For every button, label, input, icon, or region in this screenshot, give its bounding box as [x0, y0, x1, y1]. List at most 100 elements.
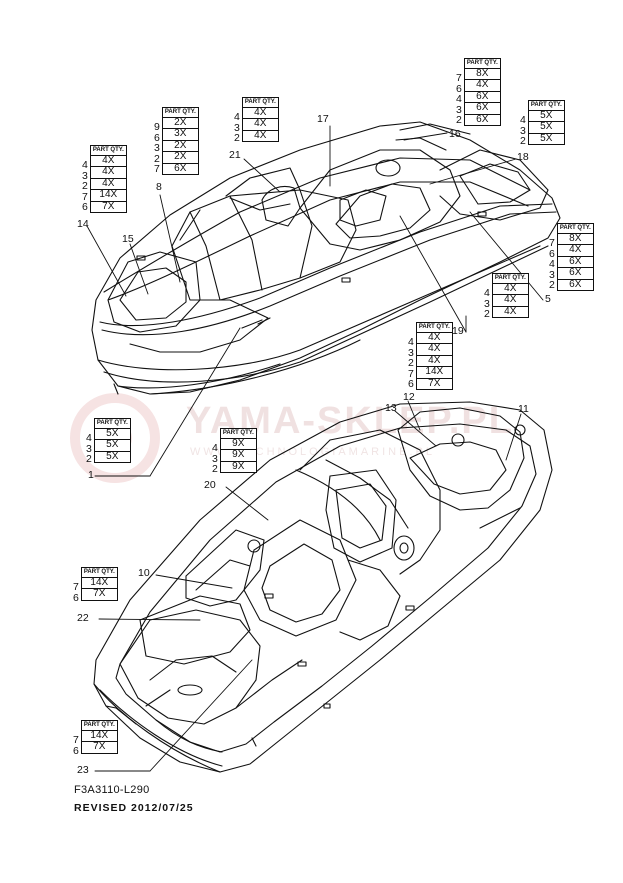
color-code: 2: [234, 132, 240, 144]
qty-header: PART QTY.: [220, 429, 256, 439]
color-code: 7: [82, 190, 88, 203]
qty-value: 6X: [464, 91, 500, 103]
color-code: 2: [212, 463, 218, 475]
color-code: 7: [549, 237, 555, 249]
qty-header: PART QTY.: [94, 419, 130, 429]
part-qty-box: 4 3 2 PART QTY. 5X 5X 5X: [520, 100, 565, 147]
color-code: 3: [82, 169, 88, 182]
callout-11: 11: [518, 403, 529, 415]
part-qty-box: 4 3 2 PART QTY. 5X 5X 5X: [86, 418, 131, 465]
qty-header: PART QTY.: [90, 146, 126, 156]
callout-16: 16: [449, 128, 461, 140]
callout-15: 15: [122, 233, 134, 245]
qty-table: PART QTY. 8X 4X 6X 6X 6X: [556, 223, 594, 291]
part-qty-box: 4 3 2 PART QTY. 4X 4X 4X: [234, 97, 279, 144]
qty-header: PART QTY.: [242, 98, 278, 108]
color-code: 4: [484, 287, 490, 299]
callout-20: 20: [204, 479, 216, 491]
color-code: 7: [73, 581, 79, 593]
qty-header: PART QTY.: [464, 59, 500, 69]
color-code: 4: [212, 442, 218, 454]
color-code: 3: [212, 452, 218, 465]
part-qty-box: 4 3 2 PART QTY. 4X 4X 4X: [484, 273, 529, 320]
qty-header: PART QTY.: [81, 568, 117, 578]
qty-value: 9X: [220, 438, 256, 450]
color-code: 7: [408, 367, 414, 380]
color-code: 3: [154, 142, 160, 154]
color-code: 6: [73, 744, 79, 757]
callout-17: 17: [317, 113, 329, 125]
qty-value: 9X: [220, 449, 256, 462]
color-code: 4: [82, 159, 88, 171]
color-code: 6: [82, 201, 88, 213]
qty-value: 4X: [492, 294, 528, 307]
qty-value: 6X: [569, 278, 582, 290]
part-qty-box: 4 3 2 7 6 PART QTY. 4X 4X 4X 14X 7X: [408, 322, 453, 390]
qty-table: PART QTY. 14X 7X: [80, 720, 118, 754]
qty-value: 5X: [528, 121, 564, 134]
qty-value: 4X: [90, 178, 126, 190]
qty-value: 4X: [504, 305, 517, 317]
qty-value: 7X: [428, 377, 441, 389]
color-code: 2: [520, 135, 526, 147]
revision-date: REVISED 2012/07/25: [74, 802, 194, 814]
color-code: 2: [549, 279, 555, 291]
qty-value: 4X: [557, 244, 593, 257]
qty-value: 2X: [162, 151, 198, 164]
callout-12: 12: [403, 391, 415, 403]
qty-header: PART QTY.: [416, 323, 452, 333]
qty-table: PART QTY. 14X 7X: [80, 567, 118, 601]
lower-boat-drawing: [93, 401, 553, 773]
qty-header: PART QTY.: [557, 224, 593, 234]
color-code: 2: [82, 180, 88, 192]
part-qty-box: 7 6 4 3 2 PART QTY. 8X 4X 6X 6X 6X: [456, 58, 501, 126]
qty-value: 6X: [174, 162, 187, 174]
diagram-code: F3A3110-L290: [74, 784, 150, 796]
color-code: 3: [86, 442, 92, 455]
part-qty-box: 4 3 2 7 6 PART QTY. 4X 4X 4X 14X 7X: [82, 145, 127, 213]
color-code: 3: [549, 268, 555, 281]
part-qty-box: 7 6 PART QTY. 14X 7X: [73, 720, 118, 756]
color-code: 4: [86, 432, 92, 444]
qty-header: PART QTY.: [162, 108, 198, 118]
qty-value: 4X: [90, 155, 126, 167]
callout-1: 1: [88, 469, 94, 481]
qty-value: 4X: [416, 355, 452, 367]
callout-8: 8: [156, 181, 162, 193]
callout-5: 5: [545, 293, 551, 305]
color-code: 6: [456, 82, 462, 95]
color-code: 2: [456, 114, 462, 126]
color-code: 3: [408, 346, 414, 359]
qty-header: PART QTY.: [528, 101, 564, 111]
qty-table: PART QTY. 2X 3X 2X 2X 6X: [161, 107, 199, 175]
qty-value: 4X: [416, 343, 452, 356]
qty-value: 6X: [476, 113, 489, 125]
qty-value: 5X: [94, 428, 130, 440]
color-code: 3: [234, 121, 240, 134]
callout-22: 22: [77, 612, 89, 624]
qty-value: 4X: [464, 79, 500, 92]
qty-value: 7X: [93, 588, 106, 599]
color-code: 3: [520, 124, 526, 137]
qty-value: 4X: [254, 129, 267, 141]
part-qty-box: 4 3 2 PART QTY. 9X 9X 9X: [212, 428, 257, 475]
qty-table: PART QTY. 4X 4X 4X 14X 7X: [89, 145, 127, 213]
qty-table: PART QTY. 4X 4X 4X: [241, 97, 279, 142]
callout-21: 21: [229, 149, 241, 161]
qty-value: 6X: [557, 256, 593, 268]
qty-table: PART QTY. 9X 9X 9X: [219, 428, 257, 473]
part-qty-box: 7 6 PART QTY. 14X 7X: [73, 567, 118, 603]
color-code: 2: [86, 453, 92, 465]
qty-value: 6X: [557, 267, 593, 280]
callout-14: 14: [77, 218, 89, 230]
qty-value: 4X: [492, 283, 528, 295]
qty-value: 8X: [464, 68, 500, 80]
callout-19: 19: [452, 325, 464, 337]
qty-header: PART QTY.: [81, 721, 117, 731]
qty-value: 7X: [102, 200, 115, 212]
qty-value: 8X: [557, 233, 593, 245]
color-code: 3: [484, 297, 490, 310]
qty-value: 4X: [416, 332, 452, 344]
qty-value: 14X: [81, 730, 117, 742]
